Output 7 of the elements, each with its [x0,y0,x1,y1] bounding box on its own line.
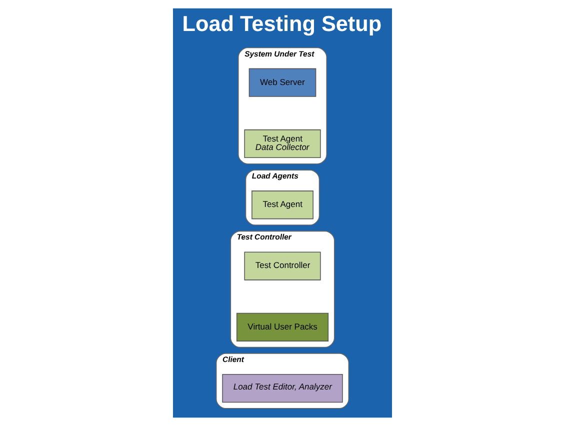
node-box: Test Agent Data Collector [244,129,321,158]
node-box: Test Agent [252,190,314,220]
node-box: Test Controller [244,252,321,280]
node-box: Web Server [248,68,316,97]
node-box: Virtual User Packs [236,312,329,342]
node-box: Load Test Editor, Analyzer [222,374,343,403]
diagram-title: Load Testing Setup [182,11,382,36]
